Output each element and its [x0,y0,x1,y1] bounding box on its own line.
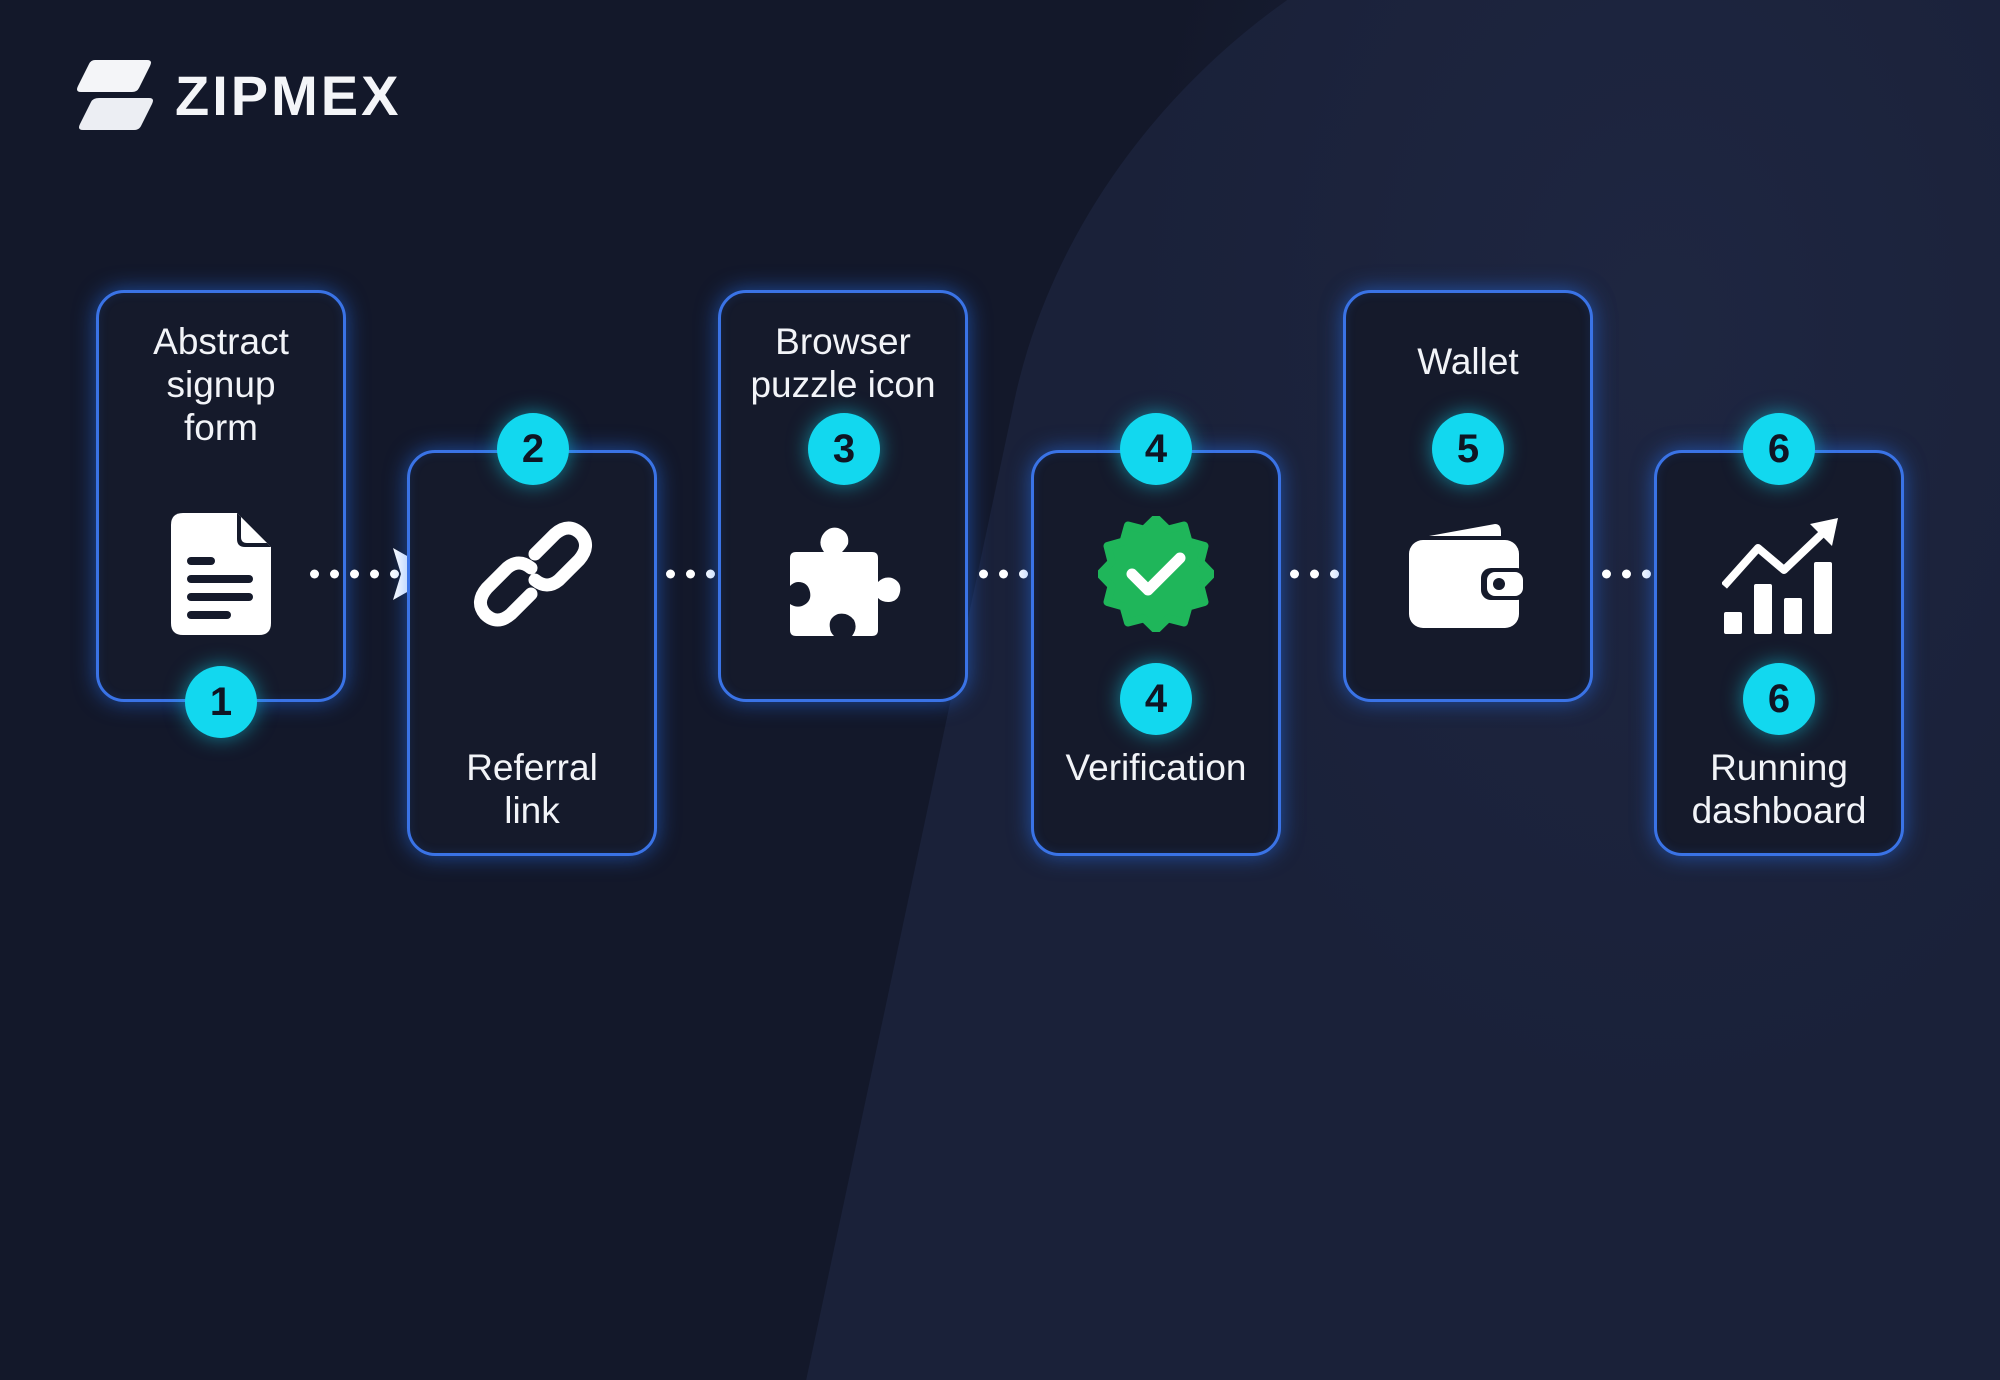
zipmex-logo-icon [77,60,153,130]
step-number-badge: 6 [1743,413,1815,485]
step-card-running-dashboard: Running dashboard [1654,450,1904,856]
title-line: Running [1710,747,1848,788]
step-title: Abstract signup form [99,320,343,449]
zipmex-logo: ZIPMEX [77,60,401,130]
step-number-badge: 5 [1432,413,1504,485]
step-title: Running dashboard [1657,746,1901,832]
step-number-badge: 3 [808,413,880,485]
step-card-signup-form: Abstract signup form [96,290,346,702]
title-line: puzzle icon [750,364,936,405]
step-title: Verification [1065,747,1247,788]
step-title: Browser puzzle icon [721,320,965,406]
verified-badge-icon [1098,516,1214,632]
step-title: Wallet [1417,341,1519,382]
title-line: signup [166,364,276,405]
title-line: dashboard [1691,790,1867,831]
step-card-browser-puzzle: Browser puzzle icon [718,290,968,702]
step-title: Referral link [410,746,654,832]
dotted-connector [1602,569,1651,579]
step-card-wallet: Wallet [1343,290,1593,702]
document-icon [171,513,271,635]
step-number-badge: 4 [1120,663,1192,735]
title-line: form [184,407,258,448]
title-line: Referral [466,747,598,788]
dotted-connector [666,569,715,579]
dotted-connector [979,569,1028,579]
step-number-badge: 6 [1743,663,1815,735]
step-number-badge: 4 [1120,413,1192,485]
chart-growth-icon [1722,518,1838,634]
step-number-badge: 1 [185,666,257,738]
step-card-verification: Verification [1031,450,1281,856]
brand-name: ZIPMEX [175,63,402,127]
title-line: Abstract [153,321,289,362]
title-line: Browser [775,321,911,362]
dotted-connector [310,569,399,579]
step-number-badge: 2 [497,413,569,485]
wallet-icon [1409,524,1527,628]
dotted-connector [1290,569,1339,579]
title-line: link [504,790,560,831]
puzzle-icon [790,527,901,636]
step-card-referral-link: Referral link [407,450,657,856]
link-icon [474,521,592,627]
